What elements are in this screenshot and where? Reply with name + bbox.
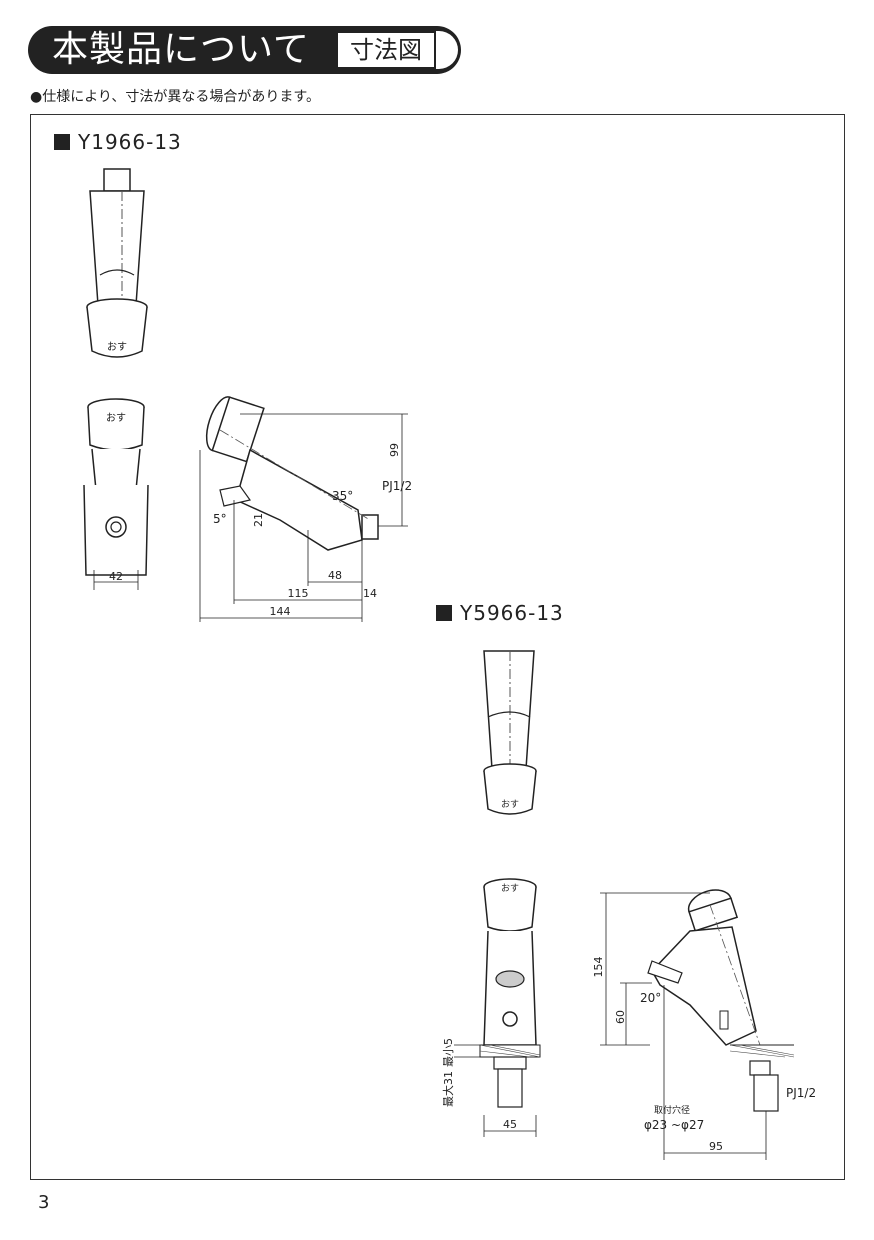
bullet-square-icon (54, 134, 70, 150)
y1966-side-view: 99 PJ1/2 35° 5° 21 48 115 14 144 (199, 396, 412, 622)
y5966-top-view: おす (483, 650, 537, 815)
dim-counter-min-2: 最小5 (442, 1038, 455, 1067)
dim-mid-1: 48 (328, 569, 342, 582)
y5966-side-view: 154 60 20° PJ1/2 取付穴径 φ23 ~φ27 95 (592, 889, 816, 1160)
dim-angle-2: 20° (640, 991, 661, 1005)
model-name-2: Y5966-13 (460, 601, 564, 625)
page-number: 3 (38, 1192, 50, 1213)
button-label-1: おす (107, 341, 127, 353)
bullet-square-icon (436, 605, 452, 621)
button-label-2: おす (106, 412, 126, 424)
y1966-front-view: おす 42 (83, 398, 149, 590)
dim-angle-1: 35° (332, 489, 353, 503)
model-name-1: Y1966-13 (78, 130, 182, 154)
drawing-frame (30, 114, 845, 1180)
spec-note: ●仕様により、寸法が異なる場合があります。 (30, 89, 320, 105)
button-label-3: おす (501, 799, 519, 810)
dim-hole-2: φ23 ~φ27 (644, 1118, 704, 1132)
dim-width-1: 42 (109, 570, 123, 583)
section-tab: 寸法図 (336, 31, 436, 69)
model-label-2: Y5966-13 (436, 601, 564, 625)
dim-hole-label-2: 取付穴径 (654, 1104, 690, 1116)
header-pill-cap (436, 31, 458, 69)
model-label-1: Y1966-13 (54, 130, 182, 154)
dim-height-2: 154 (592, 957, 605, 978)
dim-spout-angle-1: 5° (213, 512, 227, 526)
dim-reach-1: 115 (288, 587, 309, 600)
dim-counter-2: 最大31 (441, 1071, 455, 1107)
dim-width-2: 45 (503, 1118, 517, 1131)
dim-outlet-1: 14 (363, 587, 377, 600)
y5966-front-view: おす 最大31 最小5 45 (441, 878, 541, 1137)
button-label-4: おす (501, 883, 519, 894)
dim-reach-2: 95 (709, 1140, 723, 1153)
dim-thread-2: PJ1/2 (786, 1086, 816, 1100)
dim-total-1: 144 (270, 605, 291, 618)
dim-thread-1: PJ1/2 (382, 479, 412, 493)
page-title: 本製品について (52, 29, 310, 70)
y1966-top-view: おす (86, 168, 148, 358)
dim-height-1: 99 (388, 443, 401, 457)
dim-spout-height-1: 21 (252, 513, 265, 527)
dim-spout-height-2: 60 (614, 1010, 627, 1024)
